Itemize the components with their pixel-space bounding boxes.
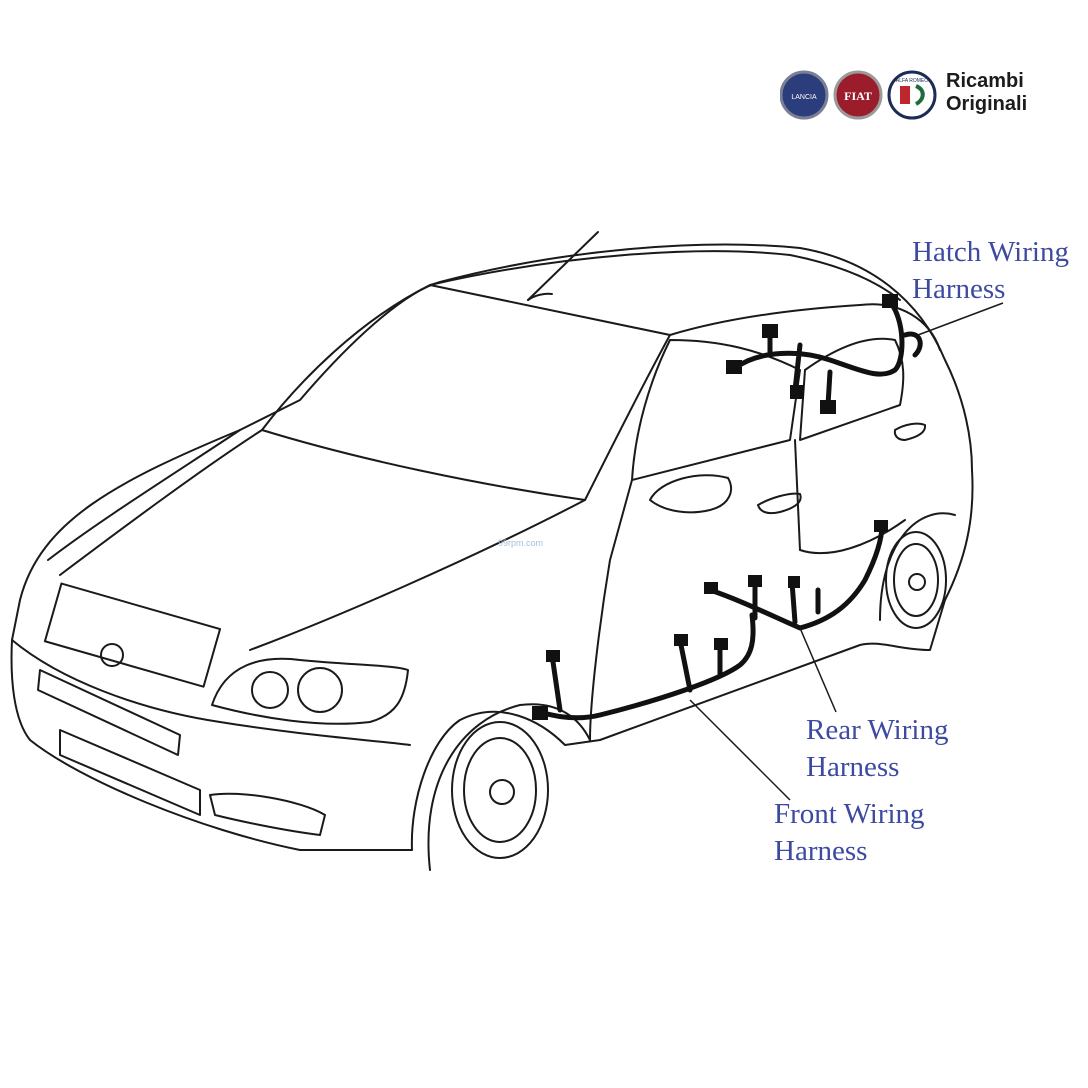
- watermark: 99rpm.com: [498, 538, 544, 548]
- brand-name-line1: Ricambi: [946, 70, 1024, 92]
- lower-grille: [59, 729, 201, 816]
- brand-name-line2: Originali: [946, 93, 1028, 115]
- hatch-wiring-harness: [732, 299, 923, 408]
- fog-light: [209, 792, 326, 836]
- hatch-label-line1: Hatch Wiring: [912, 236, 1069, 268]
- side-window-rear: [799, 337, 905, 441]
- door-handle-front: [757, 492, 802, 515]
- side-mirror: [649, 474, 732, 514]
- door-handle-rear: [893, 422, 927, 441]
- brand-emblem: [100, 643, 124, 667]
- rear-label-line1: Rear Wiring: [806, 714, 949, 746]
- car-body-outline: [10, 243, 974, 851]
- front-grille: [43, 582, 222, 688]
- alfa-romeo-badge-text: ALFA ROMEO: [896, 78, 928, 84]
- front-wiring-harness: [537, 612, 756, 721]
- alfa-romeo-badge: ALFA ROMEO: [887, 70, 937, 120]
- rear-leader-line: [799, 627, 837, 713]
- front-label-line1: Front Wiring: [774, 798, 925, 830]
- lancia-badge-text: LANCIA: [791, 94, 817, 101]
- brand-name: Ricambi Originali: [946, 70, 1027, 116]
- hatch-leader-line: [917, 302, 1004, 336]
- front-label-line2: Harness: [774, 835, 868, 867]
- front-bumper: [11, 639, 411, 746]
- hatch-label-line2: Harness: [912, 273, 1006, 305]
- hood-line: [47, 429, 241, 561]
- fiat-badge: FIAT: [833, 70, 883, 120]
- front-wiring-harness-label: Front Wiring Harness: [774, 796, 925, 870]
- antenna: [527, 231, 599, 301]
- roof-line: [429, 250, 901, 301]
- rear-wheel: [885, 531, 947, 629]
- hatch-wiring-harness-label: Hatch Wiring Harness: [912, 234, 1069, 308]
- side-window-front: [631, 339, 801, 481]
- front-leader-line: [689, 699, 791, 801]
- rear-wiring-harness-label: Rear Wiring Harness: [806, 712, 948, 786]
- headlight: [211, 657, 409, 725]
- fiat-badge-text: FIAT: [844, 89, 872, 103]
- rear-label-line2: Harness: [806, 751, 900, 783]
- rear-wiring-harness: [707, 522, 885, 631]
- windshield: [261, 284, 671, 501]
- front-wheel: [451, 721, 549, 859]
- brand-logos: LANCIA FIAT ALFA ROMEO: [780, 70, 937, 120]
- lancia-badge: LANCIA: [780, 70, 829, 120]
